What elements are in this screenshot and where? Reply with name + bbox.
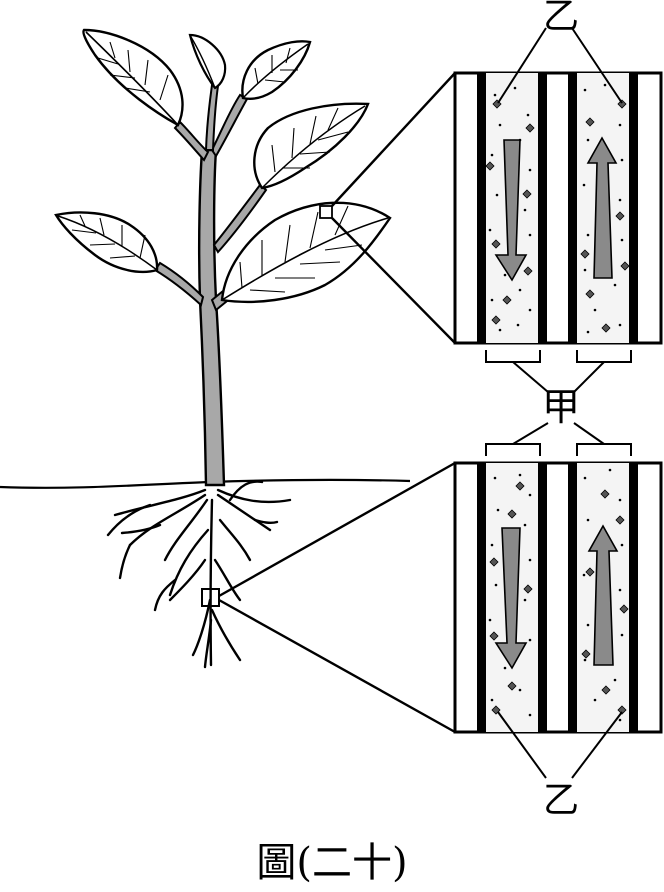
downward-flow-arrow — [494, 527, 528, 670]
zoom-connector-lines — [218, 72, 456, 734]
upward-flow-arrow — [587, 524, 619, 666]
label-jia: 甲 — [542, 385, 580, 429]
figure-caption: 圖(二十) — [256, 840, 407, 886]
plant-leaves — [54, 28, 392, 304]
leaf-zoom-marker — [319, 205, 333, 219]
enlarged-tissue-top — [453, 71, 663, 345]
root-zoom-marker — [201, 588, 220, 607]
upward-flow-arrow — [586, 136, 618, 279]
label-yi-top: 乙 — [543, 0, 579, 37]
label-yi-bottom: 乙 — [543, 780, 579, 821]
label-pointer-lines — [485, 27, 632, 779]
enlarged-tissue-bottom — [453, 461, 663, 734]
downward-flow-arrow — [494, 139, 528, 282]
root-system — [106, 480, 292, 669]
